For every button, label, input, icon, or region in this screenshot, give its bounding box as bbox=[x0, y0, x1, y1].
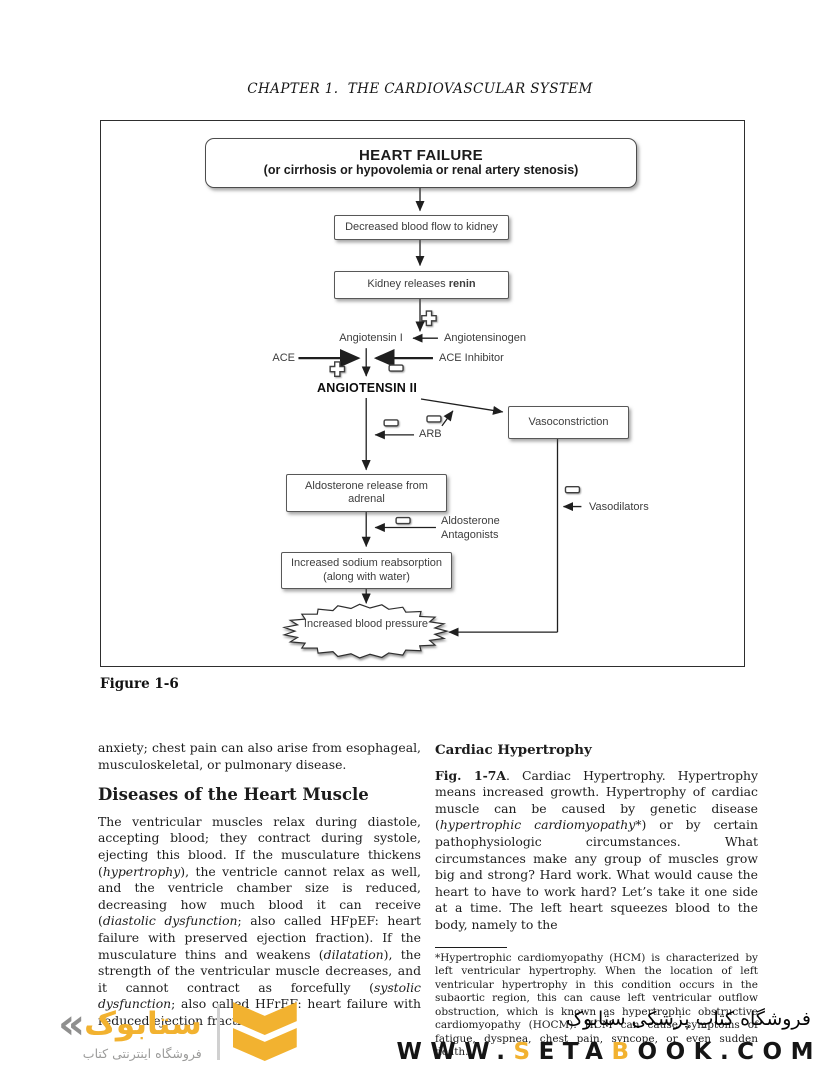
section-heading-cardiac-hypertrophy: Cardiac Hypertrophy bbox=[435, 742, 592, 758]
logo-tagline: فروشگاه اینترنتی کتاب bbox=[82, 1045, 202, 1061]
arrow-ang2-to-vasoconstriction bbox=[420, 398, 504, 415]
figure-1-6-diagram: HEART FAILURE (or cirrhosis or hypovolem… bbox=[100, 120, 745, 667]
logo-wordmark: ستابوک bbox=[84, 1005, 202, 1042]
minus-icon bbox=[395, 516, 411, 525]
logo-divider bbox=[216, 1003, 220, 1060]
intro-paragraph: anxiety; chest pain can also arise from … bbox=[98, 740, 421, 772]
minus-icon bbox=[383, 419, 399, 427]
site-url: WWW.SETABOOK.COM bbox=[396, 1039, 822, 1065]
angiotensin-1-label: Angiotensin I bbox=[339, 332, 403, 344]
arrow-arb-block bbox=[441, 410, 454, 427]
figure-caption: Figure 1-6 bbox=[100, 676, 179, 692]
connector-lines bbox=[298, 187, 582, 637]
minus-icon bbox=[564, 485, 581, 494]
heart-failure-title: HEART FAILURE bbox=[359, 146, 483, 164]
chapter-header: CHAPTER 1. THE CARDIOVASCULAR SYSTEM bbox=[247, 81, 593, 97]
vasoconstriction-box: Vasoconstriction bbox=[508, 406, 629, 439]
burst-shape bbox=[282, 603, 450, 659]
footnote-rule bbox=[435, 946, 507, 948]
footnote: *Hypertrophic cardiomyopathy (HCM) is ch… bbox=[435, 946, 758, 1060]
heart-failure-subtitle: (or cirrhosis or hypovolemia or renal ar… bbox=[263, 163, 579, 177]
setabook-logo: « ستابوک فروشگاه اینترنتی کتاب bbox=[58, 1002, 297, 1061]
decreased-flow-box: Decreased blood flow to kidney bbox=[334, 215, 509, 240]
sodium-reabsorption-box: Increased sodium reabsorption (along wit… bbox=[281, 552, 452, 589]
plus-icon bbox=[329, 361, 346, 377]
heart-failure-box: HEART FAILURE (or cirrhosis or hypovolem… bbox=[205, 138, 637, 188]
blood-pressure-label: Increased blood pressure bbox=[303, 618, 429, 630]
section-heading-diseases: Diseases of the Heart Muscle bbox=[98, 785, 369, 805]
ace-label: ACE bbox=[272, 352, 295, 364]
footnote-text: *Hypertrophic cardiomyopathy (HCM) is ch… bbox=[435, 951, 758, 1059]
aldosterone-antagonists-label: Aldosterone Antagonists bbox=[441, 515, 500, 541]
chevron-icon bbox=[232, 1002, 297, 1035]
diseases-paragraph: The ventricular muscles relax during dia… bbox=[98, 813, 421, 1028]
minus-icon bbox=[426, 415, 442, 423]
diagram-connectors bbox=[282, 187, 582, 659]
angiotensinogen-label: Angiotensinogen bbox=[444, 332, 526, 344]
stimulation-inhibition-icons bbox=[329, 310, 581, 525]
ace-inhibitor-label: ACE Inhibitor bbox=[439, 352, 504, 364]
logo-text-block: « ستابوک فروشگاه اینترنتی کتاب bbox=[58, 998, 202, 1061]
arb-label: ARB bbox=[419, 428, 442, 440]
vasodilators-label: Vasodilators bbox=[589, 501, 649, 513]
guillemets-icon: « bbox=[58, 998, 86, 1048]
chevron-emblem-icon bbox=[232, 1002, 297, 1061]
kidney-renin-box: Kidney releases renin bbox=[334, 271, 509, 299]
article-columns: anxiety; chest pain can also arise from … bbox=[98, 740, 758, 1060]
minus-icon bbox=[388, 364, 404, 372]
store-title: فروشگاه کتاب پزشکی ستابوک bbox=[565, 1008, 811, 1030]
plus-icon bbox=[421, 310, 437, 327]
right-column: Cardiac Hypertrophy Fig. 1-7A. Cardiac H… bbox=[435, 740, 758, 1060]
cardiac-hypertrophy-paragraph: Fig. 1-7A. Cardiac Hypertrophy. Hypertro… bbox=[435, 767, 759, 932]
angiotensin-2-label: ANGIOTENSIN II bbox=[316, 381, 418, 395]
logo-wordmark-row: « ستابوک bbox=[58, 998, 202, 1048]
aldosterone-box: Aldosterone release from adrenal bbox=[286, 474, 447, 512]
